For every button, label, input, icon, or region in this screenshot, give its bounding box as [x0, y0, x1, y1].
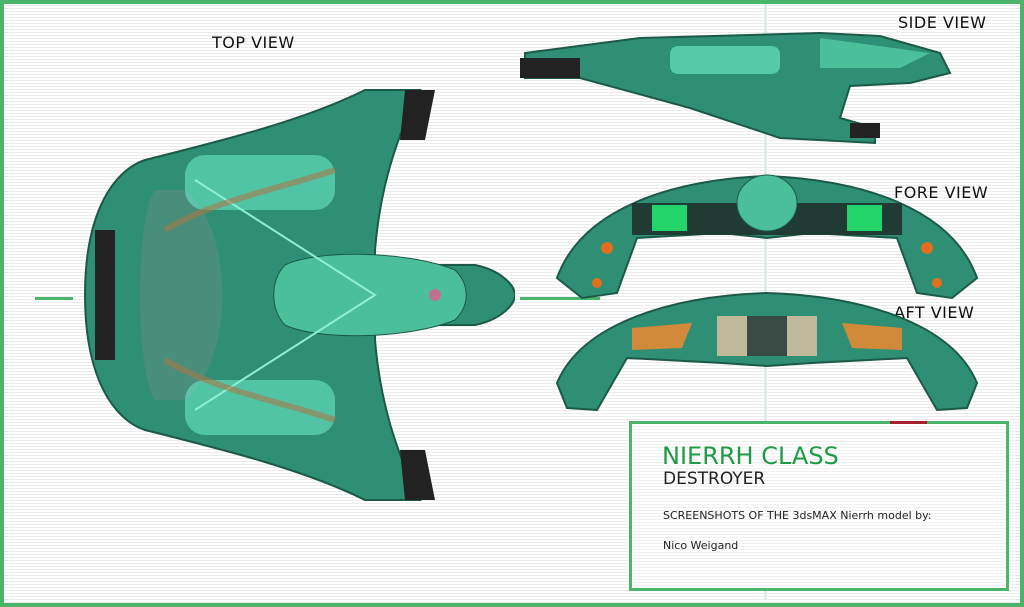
info-panel: NIERRH CLASS DESTROYER SCREENSHOTS OF TH…: [629, 421, 1009, 591]
ship-class-title: NIERRH CLASS: [662, 442, 839, 470]
horizontal-guide-mid: [520, 297, 600, 300]
horizontal-guide-left: [35, 297, 73, 300]
red-accent-mark: [890, 421, 927, 424]
fore-view-label: FORE VIEW: [894, 183, 989, 202]
author-name: Nico Weigand: [663, 539, 739, 552]
top-view-label: TOP VIEW: [212, 33, 295, 52]
aft-view-label: AFT VIEW: [894, 303, 975, 322]
aft-view-ship-image: [555, 291, 979, 412]
side-view-label: SIDE VIEW: [898, 13, 987, 32]
side-view-ship-image: [520, 31, 952, 145]
top-view-ship-image: [83, 89, 515, 501]
fore-view-ship-image: [555, 174, 979, 300]
credit-text: SCREENSHOTS OF THE 3dsMAX Nierrh model b…: [663, 509, 932, 522]
ship-type: DESTROYER: [663, 469, 766, 489]
